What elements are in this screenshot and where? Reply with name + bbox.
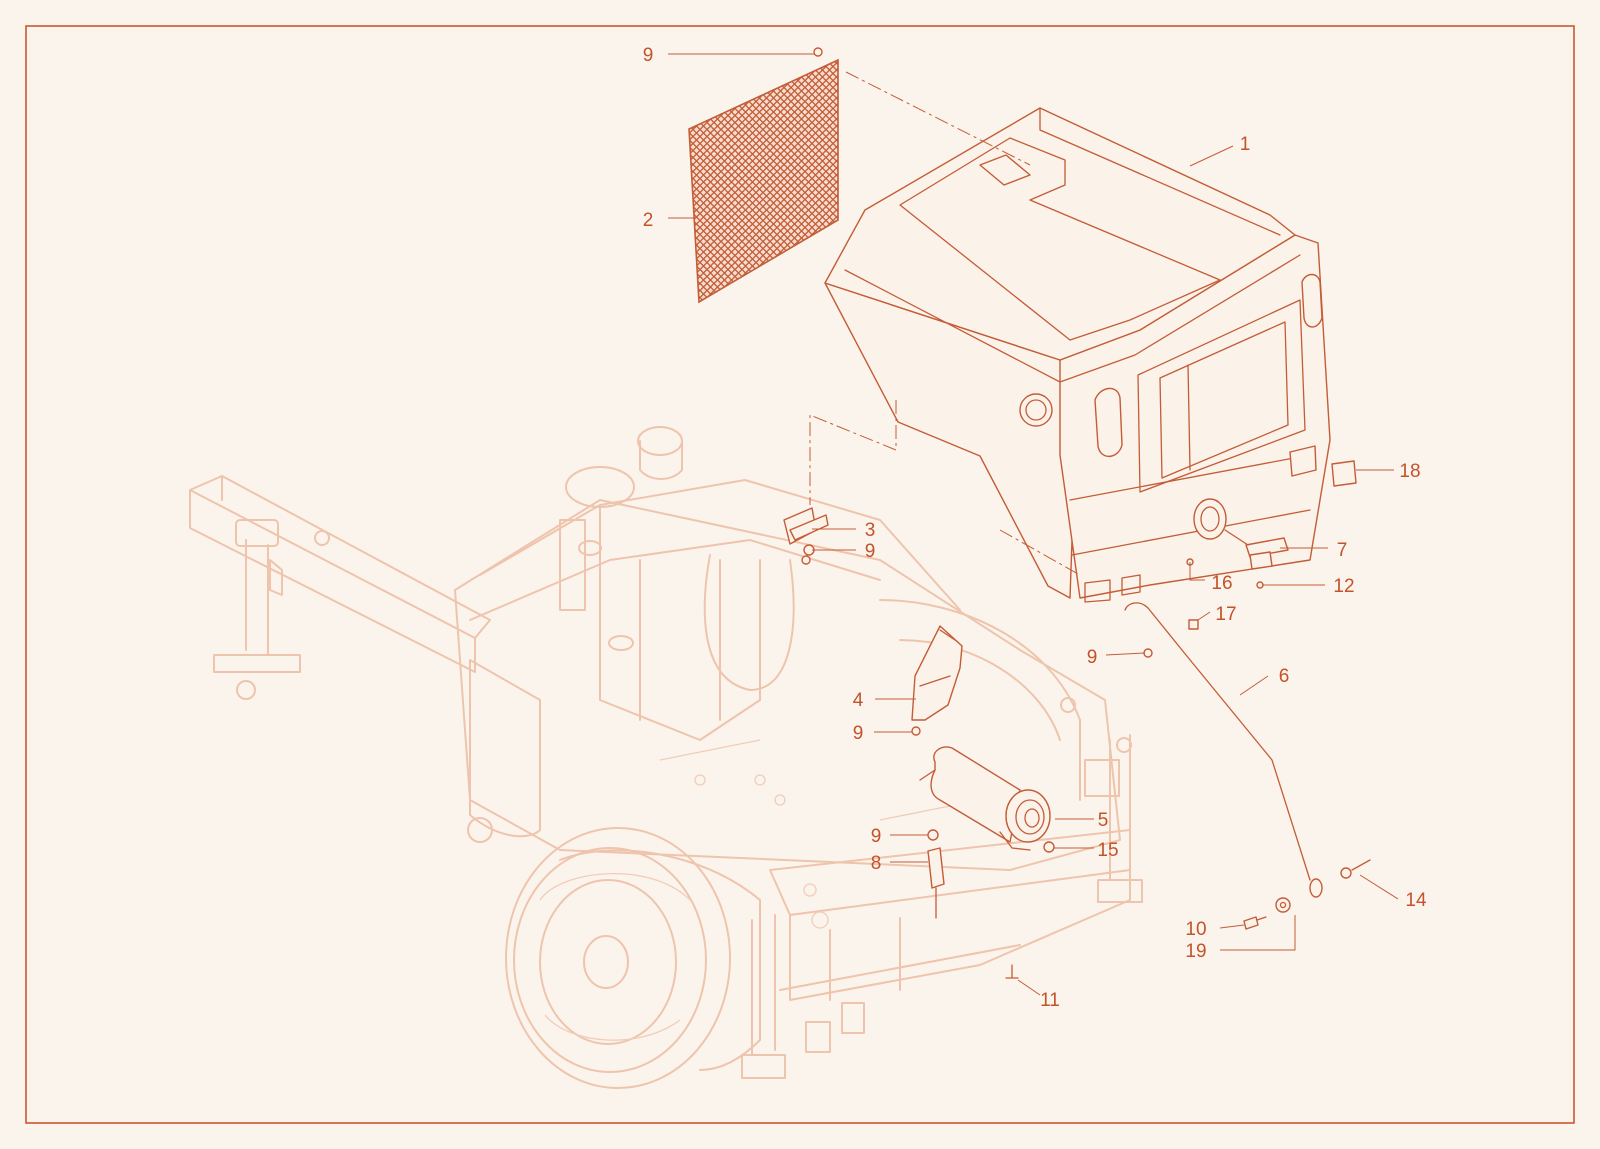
callout-12: 12 [1333, 576, 1354, 597]
callout-11: 11 [1040, 990, 1060, 1011]
fasteners [813, 47, 1291, 979]
callout-6: 6 [1279, 666, 1290, 687]
latch-part-7 [1224, 529, 1289, 570]
callout-9: 9 [1087, 647, 1098, 668]
callout-17: 17 [1215, 604, 1236, 625]
callout-15: 15 [1097, 840, 1118, 861]
diagram-border [25, 25, 1575, 1124]
spacer-part-8 [927, 829, 945, 919]
support-rod-part-6 [1124, 602, 1371, 898]
callout-4: 4 [853, 690, 864, 711]
decal-part-18 [1331, 460, 1357, 487]
callout-8: 8 [871, 853, 882, 874]
callout-9: 9 [871, 826, 882, 847]
callout-3: 3 [865, 520, 876, 541]
heat-shield-part-4 [911, 625, 963, 736]
callout-1: 1 [1240, 134, 1251, 155]
leader-lines [668, 53, 1399, 996]
mesh-screen-part-2 [688, 58, 839, 304]
callout-7: 7 [1337, 540, 1348, 561]
callout-10: 10 [1185, 919, 1206, 940]
callout-9: 9 [865, 541, 876, 562]
canopy-cover-part-1 [824, 107, 1331, 603]
callout-19: 19 [1185, 941, 1206, 962]
callout-2: 2 [643, 210, 654, 231]
callout-18: 18 [1399, 461, 1420, 482]
callout-16: 16 [1211, 573, 1232, 594]
callout-9: 9 [853, 723, 864, 744]
assembly-lines [809, 71, 1081, 576]
trailer-chassis-ghost [189, 426, 1143, 1089]
callout-labels: 9 1 2 3 9 18 7 16 12 17 9 6 4 9 5 9 15 8… [643, 45, 1427, 1011]
callout-14: 14 [1405, 890, 1427, 911]
callout-5: 5 [1098, 810, 1109, 831]
callout-9: 9 [643, 45, 654, 66]
muffler-part-5 [919, 746, 1055, 853]
bracket-part-3 [783, 507, 829, 565]
